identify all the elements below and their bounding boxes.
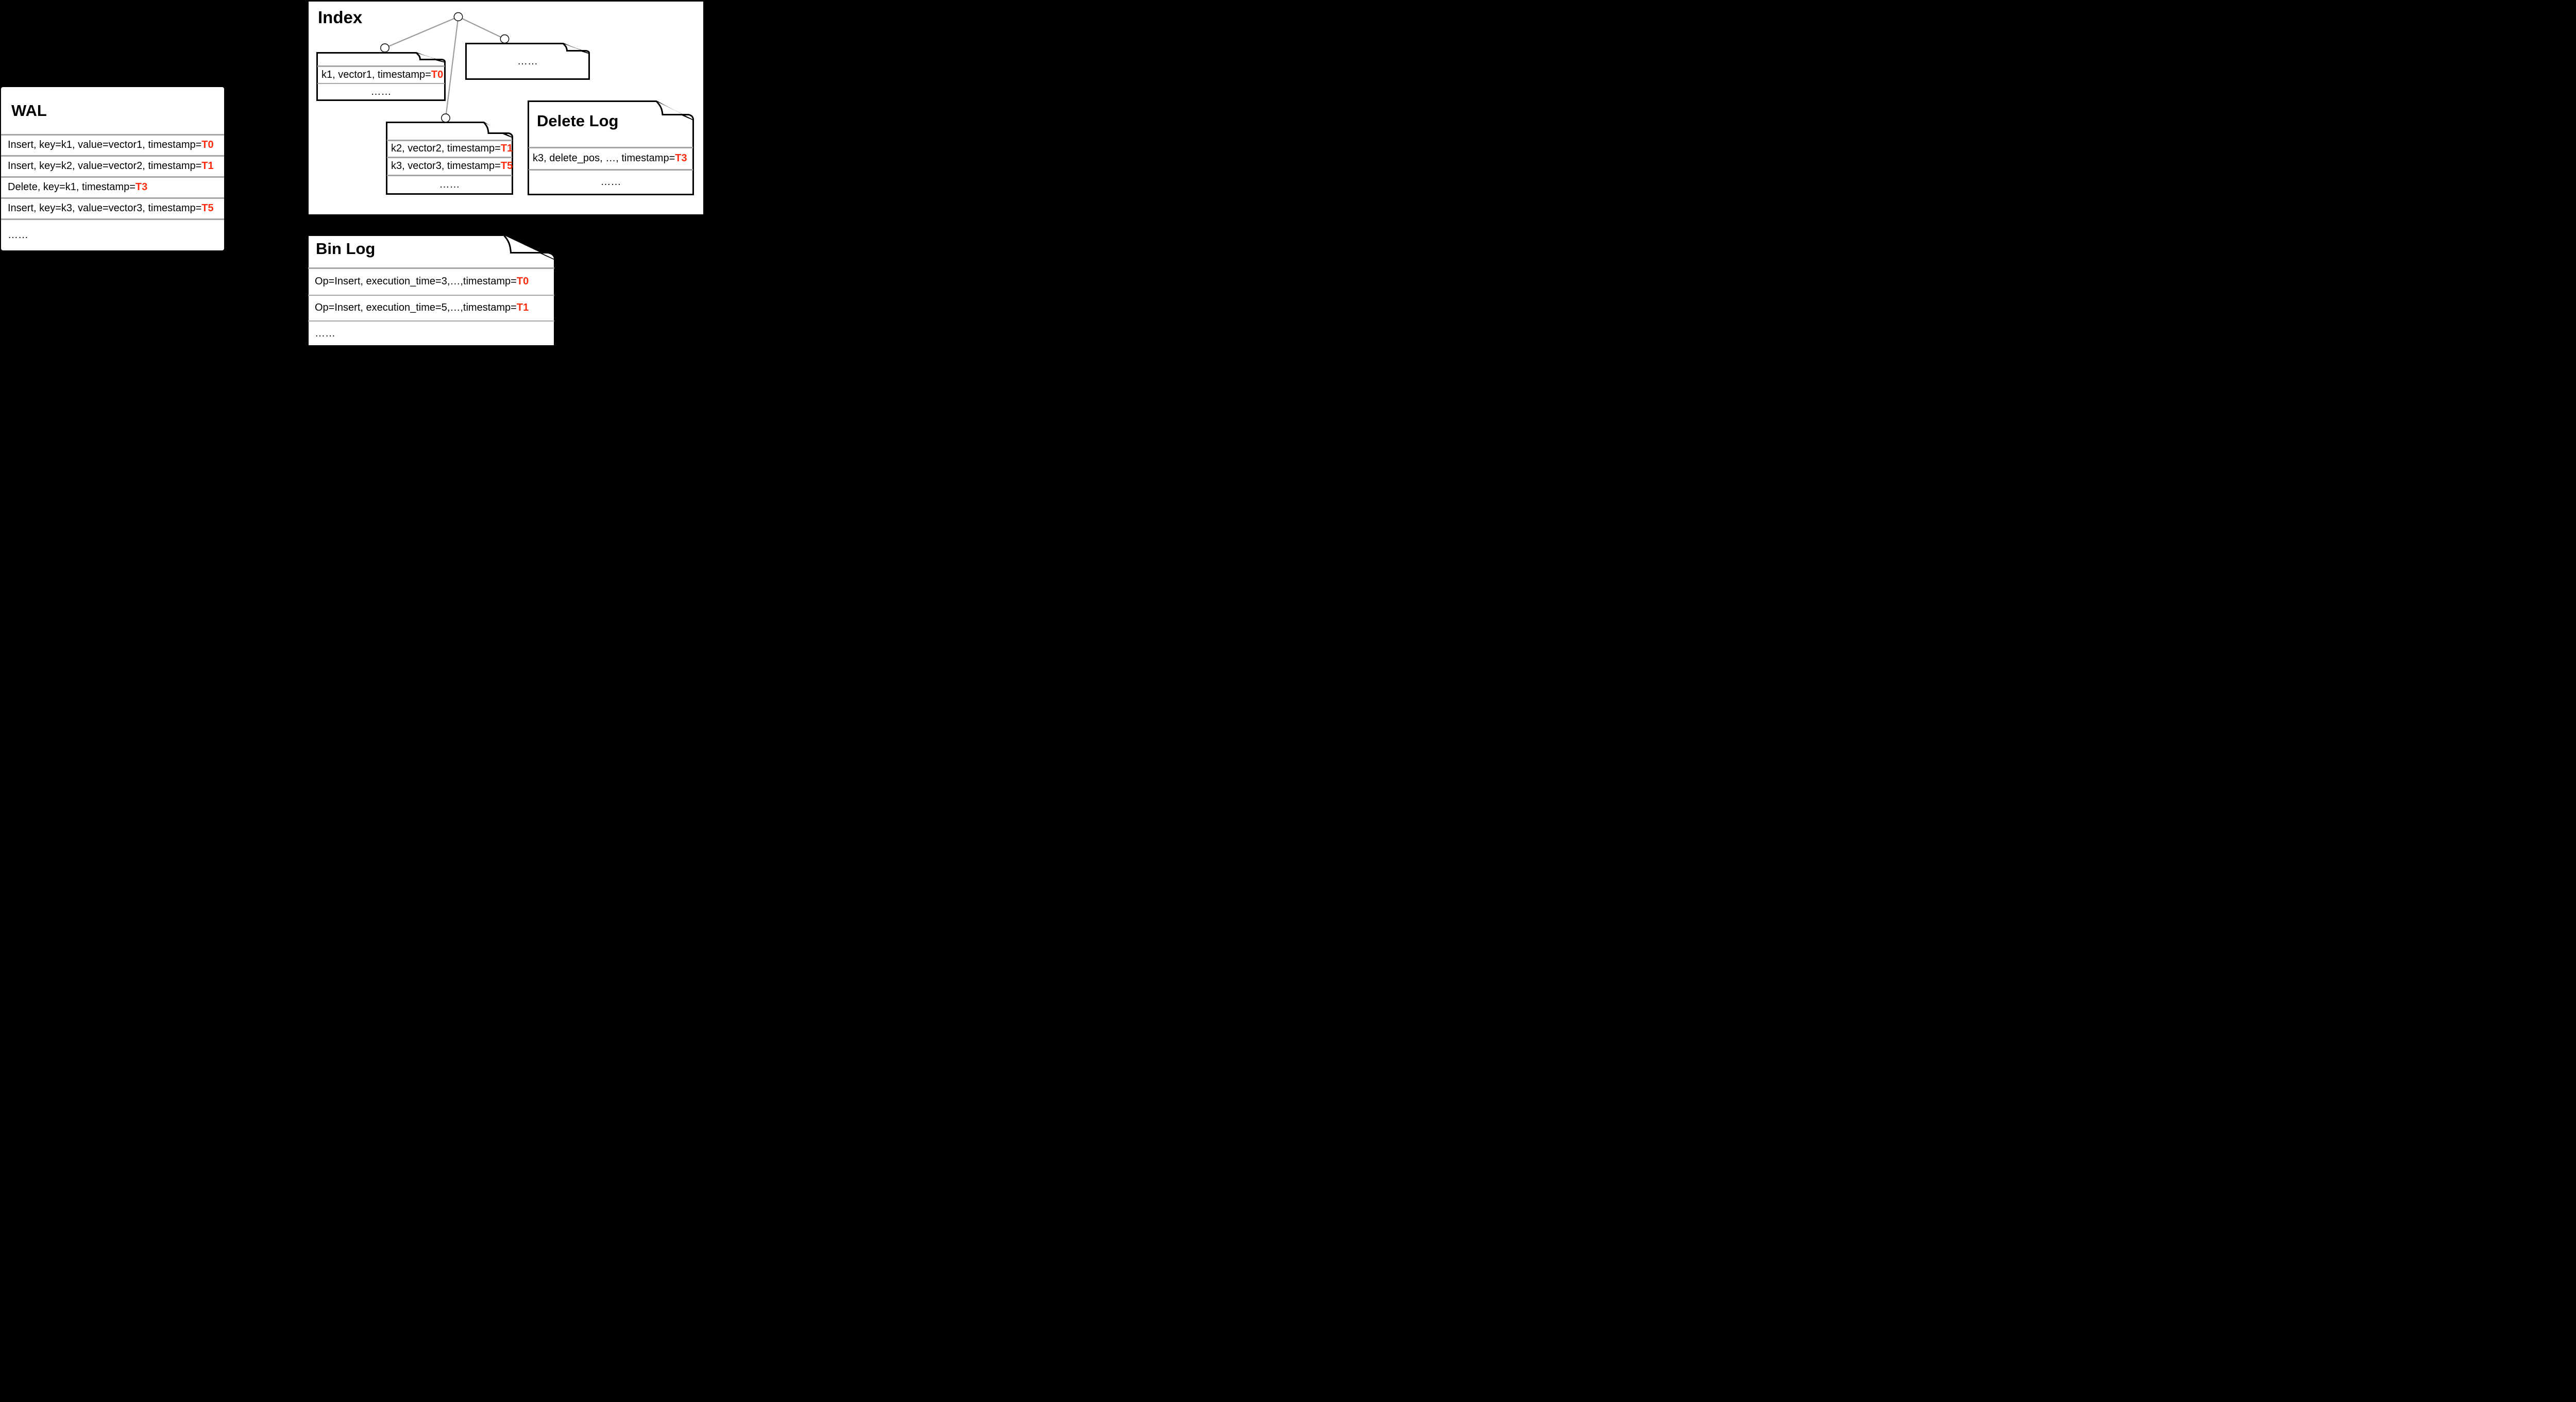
ellipsis-text: …… (517, 55, 538, 67)
bin-log-ellipsis: …… (308, 322, 554, 346)
timestamp-value: T3 (675, 153, 687, 164)
index-row-text: k3, vector3, timestamp= (391, 160, 501, 172)
wal-row: Insert, key=k2, value=vector2, timestamp… (1, 157, 224, 177)
index-segment-file-3: k2, vector2, timestamp=T1 k3, vector3, t… (386, 122, 513, 195)
divider (317, 65, 445, 67)
timestamp-value: T1 (516, 302, 529, 314)
wal-row-text: Insert, key=k3, value=vector3, timestamp… (8, 202, 202, 214)
tree-edge (458, 16, 505, 40)
timestamp-value: T0 (431, 69, 444, 80)
wal-row-text: Delete, key=k1, timestamp= (8, 181, 135, 193)
index-file-ellipsis: …… (387, 176, 512, 194)
bin-log-row: Op=Insert, execution_time=5,…,timestamp=… (308, 296, 554, 320)
divider (387, 140, 512, 141)
wal-row-text: Insert, key=k1, value=vector1, timestamp… (8, 139, 202, 151)
divider (1, 134, 224, 136)
wal-title: WAL (11, 101, 47, 120)
delete-log-document: Delete Log k3, delete_pos, …, timestamp=… (528, 100, 694, 195)
timestamp-value: T0 (516, 276, 529, 287)
timestamp-value: T0 (201, 139, 214, 151)
wal-box: WAL Insert, key=k1, value=vector1, times… (1, 87, 224, 250)
index-panel: Index k1, vector1, timestamp=T0 …… (309, 2, 703, 214)
bin-log-title: Bin Log (316, 240, 376, 258)
ellipsis-text: …… (370, 86, 392, 97)
divider (308, 267, 554, 269)
divider (1, 218, 224, 220)
timestamp-value: T1 (201, 160, 214, 172)
divider (529, 169, 693, 171)
index-file-ellipsis: …… (317, 84, 445, 100)
divider (1, 155, 224, 157)
bin-log-row-text: Op=Insert, execution_time=3,…,timestamp= (315, 276, 517, 287)
wal-ellipsis-row: …… (1, 220, 224, 251)
tree-node-left (380, 43, 389, 53)
wal-row: Delete, key=k1, timestamp=T3 (1, 178, 224, 198)
index-row-text: k1, vector1, timestamp= (321, 69, 431, 80)
divider (308, 320, 554, 322)
wal-row: Insert, key=k3, value=vector3, timestamp… (1, 199, 224, 219)
divider (529, 147, 693, 148)
document-shape-icon (465, 43, 590, 80)
index-segment-file-2: …… (465, 43, 590, 80)
tree-edge (384, 16, 459, 49)
ellipsis-text: …… (600, 176, 621, 188)
delete-log-title: Delete Log (537, 112, 619, 130)
delete-log-row-text: k3, delete_pos, …, timestamp= (533, 153, 675, 164)
tree-edge (445, 16, 459, 119)
tree-node-middle (441, 113, 450, 123)
index-file-ellipsis: …… (466, 44, 589, 79)
timestamp-value: T5 (500, 160, 513, 172)
delete-log-row: k3, delete_pos, …, timestamp=T3 (529, 148, 693, 170)
divider (308, 294, 554, 296)
index-title: Index (318, 8, 363, 27)
index-segment-file-1: k1, vector1, timestamp=T0 …… (316, 52, 446, 101)
bin-log-row-text: Op=Insert, execution_time=5,…,timestamp= (315, 302, 517, 314)
divider (387, 157, 512, 158)
tree-root-node (453, 12, 463, 22)
divider (387, 175, 512, 176)
timestamp-value: T5 (201, 202, 214, 214)
index-file-row: k1, vector1, timestamp=T0 (317, 67, 445, 83)
bin-log-row: Op=Insert, execution_time=3,…,timestamp=… (308, 269, 554, 295)
bin-log-document: Bin Log Op=Insert, execution_time=3,…,ti… (307, 234, 555, 347)
tree-node-right (500, 34, 510, 44)
wal-row-text: Insert, key=k2, value=vector2, timestamp… (8, 160, 202, 172)
divider (1, 197, 224, 199)
index-row-text: k2, vector2, timestamp= (391, 143, 501, 155)
delete-log-ellipsis: …… (529, 171, 693, 195)
divider (317, 82, 445, 84)
ellipsis-text: …… (439, 179, 460, 191)
ellipsis-text: …… (315, 328, 335, 339)
index-file-row: k3, vector3, timestamp=T5 (387, 158, 513, 175)
document-shape-icon (316, 52, 446, 101)
ellipsis-text: …… (8, 229, 28, 241)
divider (1, 176, 224, 178)
index-file-row: k2, vector2, timestamp=T1 (387, 141, 513, 157)
timestamp-value: T3 (135, 181, 148, 193)
document-shape-icon (307, 234, 555, 347)
diagram-canvas: WAL Insert, key=k1, value=vector1, times… (0, 0, 704, 350)
wal-row: Insert, key=k1, value=vector1, timestamp… (1, 136, 224, 156)
timestamp-value: T1 (500, 143, 513, 155)
